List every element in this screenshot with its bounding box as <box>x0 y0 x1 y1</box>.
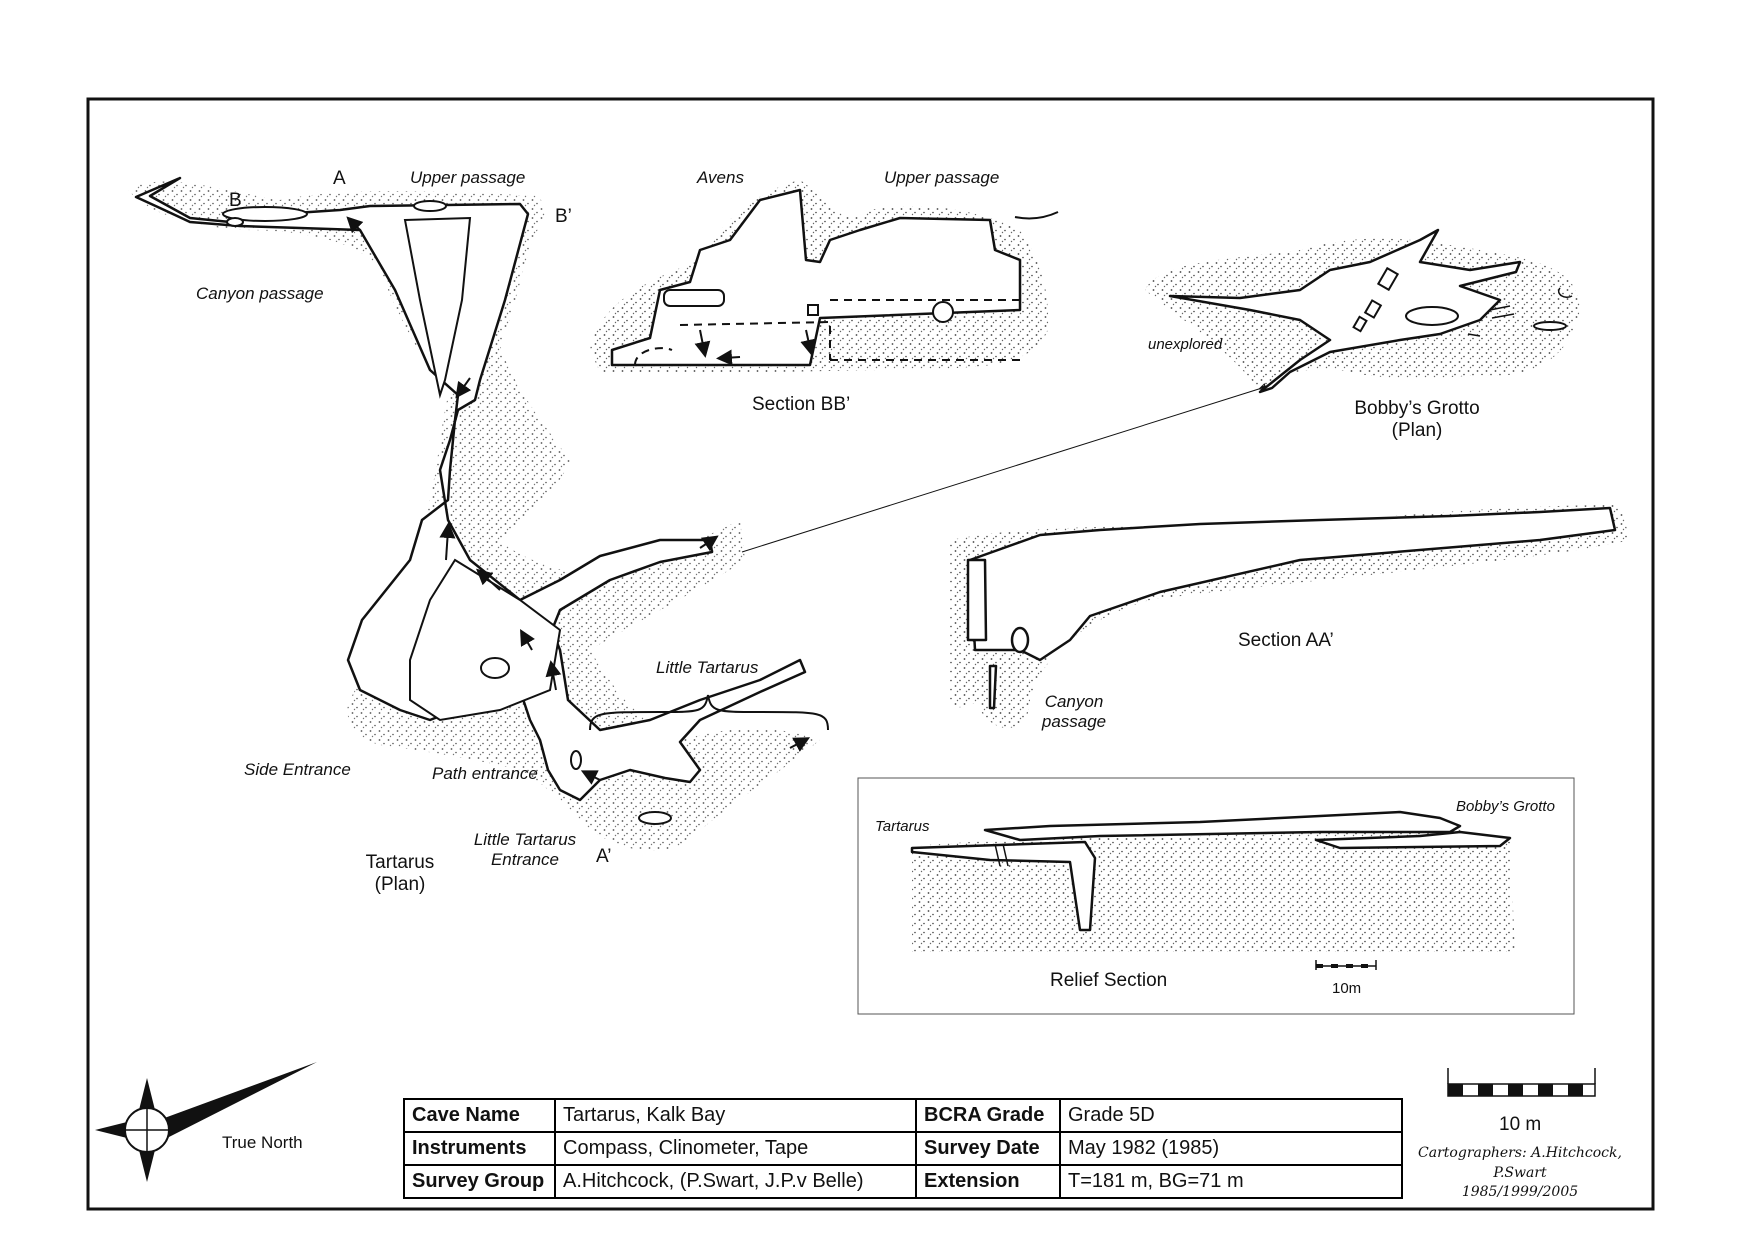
side-entrance-label: Side Entrance <box>244 760 351 779</box>
map-frame <box>86 97 1655 1211</box>
cave-name-key: Cave Name <box>403 1098 556 1133</box>
unexplored-label: unexplored <box>1148 336 1223 353</box>
cartographers-line2: 1985/1999/2005 <box>1461 1184 1579 1201</box>
section-aa-drawing <box>950 505 1630 729</box>
table-row: Cave Name Tartarus, Kalk Bay BCRA Grade … <box>403 1098 1403 1133</box>
instruments-key: Instruments <box>403 1131 556 1166</box>
label-b-prime: B’ <box>555 206 572 227</box>
true-north-label: True North <box>222 1133 303 1152</box>
scale-bar <box>1447 1068 1596 1097</box>
tartarus-plan-title: Tartarus (Plan) <box>340 852 460 896</box>
little-tartarus-entrance-label: Little Tartarus Entrance <box>470 830 580 869</box>
extension-key: Extension <box>915 1164 1061 1199</box>
compass-rose-icon <box>95 1062 317 1182</box>
label-a: A <box>333 168 346 189</box>
section-bb-drawing <box>590 180 1059 373</box>
label-a-prime: A’ <box>596 846 612 867</box>
table-row: Survey Group A.Hitchcock, (P.Swart, J.P.… <box>403 1164 1403 1199</box>
bobbys-grotto-title-line1: Bobby’s Grotto <box>1354 398 1480 419</box>
scale-bar-label: 10 m <box>1499 1114 1542 1135</box>
bcra-grade-value: Grade 5D <box>1059 1098 1403 1133</box>
survey-group-key: Survey Group <box>403 1164 556 1199</box>
survey-group-value: A.Hitchcock, (P.Swart, J.P.v Belle) <box>554 1164 917 1199</box>
instruments-value: Compass, Clinometer, Tape <box>554 1131 917 1166</box>
tartarus-plan-subtitle: (Plan) <box>374 873 426 895</box>
tartarus-plan-title-line1: Tartarus <box>365 852 435 873</box>
canyon-passage-label: Canyon passage <box>196 284 324 303</box>
plan-upper-passage-label: Upper passage <box>410 168 526 187</box>
little-tartarus-entrance-line1: Little Tartarus <box>473 830 577 849</box>
bcra-grade-key: BCRA Grade <box>915 1098 1061 1133</box>
cartographers-credit: Cartographers: A.Hitchcock, P.Swart 1985… <box>1400 1144 1640 1203</box>
section-aa-canyon-label: Canyon passage <box>1030 692 1118 731</box>
survey-info-table: Cave Name Tartarus, Kalk Bay BCRA Grade … <box>403 1098 1403 1199</box>
bobbys-grotto-subtitle: (Plan) <box>1391 419 1443 441</box>
label-b: B <box>229 190 242 211</box>
relief-scale-label: 10m <box>1332 980 1362 997</box>
section-aa-canyon-line1: Canyon <box>1044 692 1104 711</box>
cartographers-line1: Cartographers: A.Hitchcock, P.Swart <box>1418 1145 1622 1181</box>
section-bb-upper-passage-label: Upper passage <box>884 168 1000 187</box>
bobbys-grotto-title: Bobby’s Grotto (Plan) <box>1332 398 1502 442</box>
relief-section-box <box>857 777 1575 1015</box>
cave-name-value: Tartarus, Kalk Bay <box>554 1098 917 1133</box>
relief-section-title: Relief Section <box>1050 970 1168 991</box>
table-row: Instruments Compass, Clinometer, Tape Su… <box>403 1131 1403 1166</box>
section-aa-canyon-line2: passage <box>1041 711 1107 731</box>
relief-section-drawing <box>910 810 1515 970</box>
survey-date-value: May 1982 (1985) <box>1059 1131 1403 1166</box>
avens-label: Avens <box>697 168 744 187</box>
little-tartarus-brace <box>589 694 829 731</box>
section-bb-title: Section BB’ <box>752 394 851 415</box>
relief-bobbys-grotto-label: Bobby’s Grotto <box>1456 798 1555 815</box>
bobbys-grotto-drawing <box>1145 228 1580 394</box>
section-aa-title: Section AA’ <box>1238 630 1334 651</box>
path-entrance-label: Path entrance <box>432 764 538 783</box>
little-tartarus-label: Little Tartarus <box>656 658 759 677</box>
tartarus-plan <box>128 176 1268 851</box>
little-tartarus-entrance-line2: Entrance <box>490 849 560 869</box>
extension-value: T=181 m, BG=71 m <box>1059 1164 1403 1199</box>
relief-tartarus-label: Tartarus <box>875 818 930 835</box>
survey-date-key: Survey Date <box>915 1131 1061 1166</box>
